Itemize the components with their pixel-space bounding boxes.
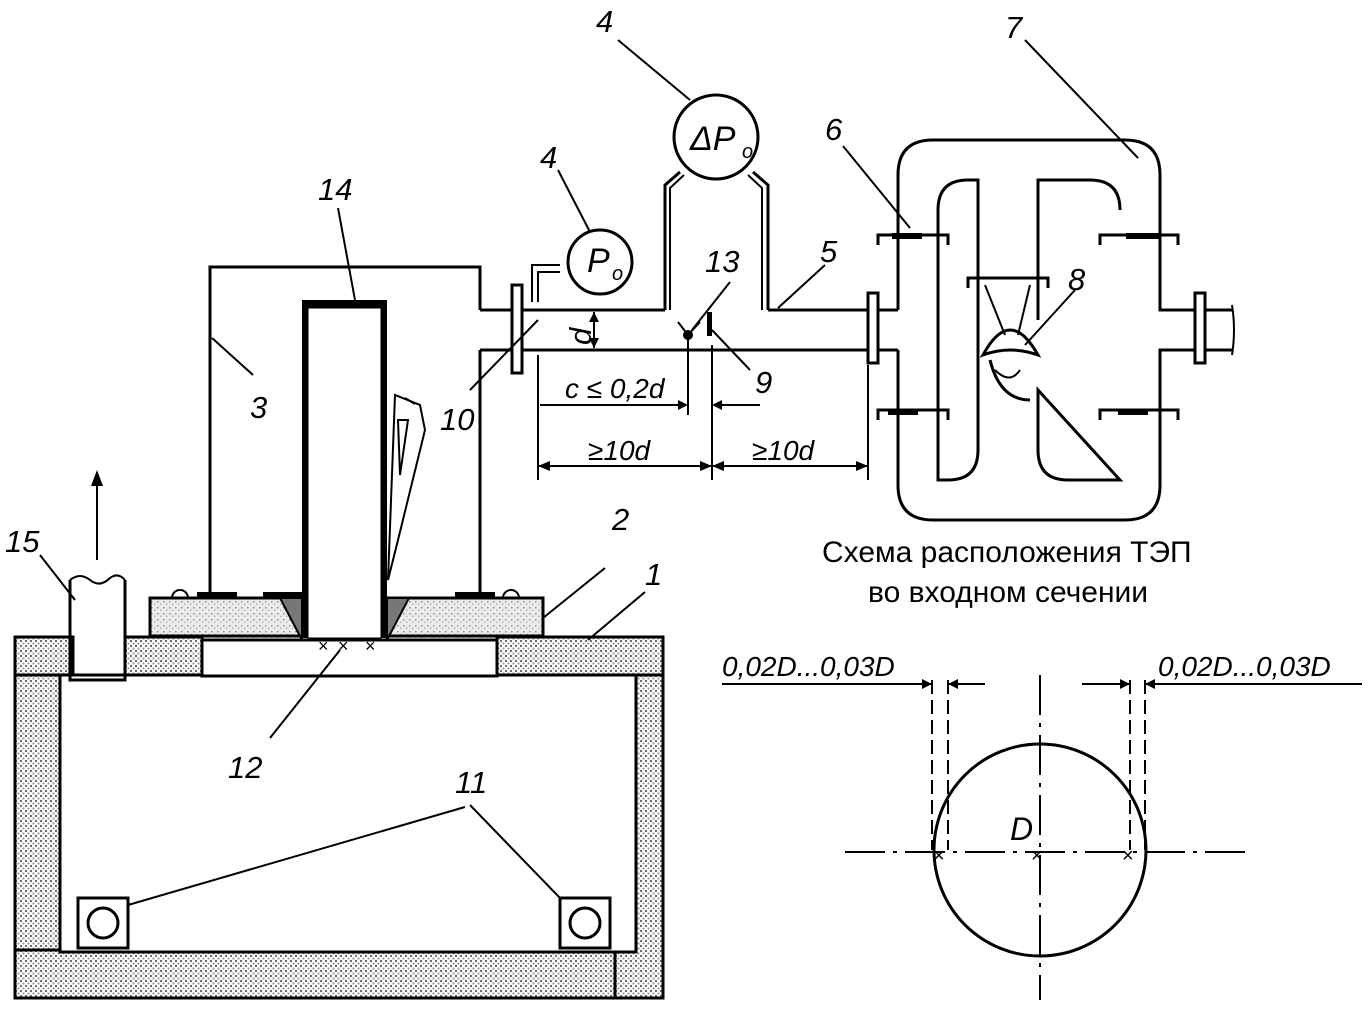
label-4-top: 4 bbox=[596, 4, 613, 39]
label-13: 13 bbox=[705, 244, 739, 279]
label-4-left: 4 bbox=[540, 140, 557, 175]
frame-support bbox=[208, 265, 482, 598]
caption-line-1: Схема расположения ТЭП bbox=[822, 536, 1192, 569]
label-11: 11 bbox=[455, 765, 487, 800]
label-8: 8 bbox=[1068, 262, 1086, 297]
label-7: 7 bbox=[1005, 10, 1024, 45]
svg-text:×: × bbox=[338, 636, 349, 656]
section-diameter-label: D bbox=[1010, 811, 1033, 847]
svg-text:×: × bbox=[1031, 845, 1043, 867]
label-12: 12 bbox=[228, 750, 262, 785]
differential-pressure-gauge: ΔP o bbox=[663, 93, 770, 310]
pipe-diameter-label: d bbox=[563, 326, 598, 345]
thermocouple-offset-left: 0,02D...0,03D bbox=[722, 651, 895, 682]
leader-lines bbox=[39, 39, 1139, 739]
section-schematic: × × × bbox=[722, 675, 1362, 1000]
differential-pressure-symbol: ΔP bbox=[689, 120, 736, 158]
svg-text:×: × bbox=[933, 845, 945, 867]
fan-housing bbox=[896, 138, 1235, 522]
bolted-flanges bbox=[876, 233, 1180, 420]
caption-line-2: во входном сечении bbox=[868, 576, 1148, 609]
label-5: 5 bbox=[820, 234, 838, 269]
label-15: 15 bbox=[5, 524, 40, 559]
static-pressure-subscript: o bbox=[612, 263, 623, 285]
differential-pressure-subscript: o bbox=[742, 141, 753, 163]
label-10: 10 bbox=[440, 402, 474, 437]
vertical-stack: × × × bbox=[278, 300, 427, 656]
probe-offset-label: c ≤ 0,2d bbox=[565, 373, 666, 404]
label-2: 2 bbox=[611, 502, 629, 537]
heater-right bbox=[558, 896, 612, 950]
leader-11 bbox=[127, 804, 561, 906]
label-3: 3 bbox=[250, 390, 267, 425]
label-6: 6 bbox=[825, 112, 843, 147]
insulated-chamber bbox=[13, 635, 665, 1000]
label-1: 1 bbox=[645, 557, 662, 592]
label-9: 9 bbox=[755, 365, 772, 400]
downstream-length-label: ≥10d bbox=[752, 435, 816, 466]
heater-left bbox=[76, 896, 130, 950]
static-pressure-gauge: P o bbox=[531, 228, 634, 302]
label-14: 14 bbox=[318, 172, 352, 207]
static-pressure-symbol: P bbox=[587, 242, 610, 280]
measuring-pipe bbox=[480, 283, 898, 375]
svg-text:×: × bbox=[318, 636, 329, 656]
upstream-length-label: ≥10d bbox=[588, 435, 652, 466]
impeller bbox=[966, 276, 1050, 402]
exhaust-pipe bbox=[68, 470, 127, 682]
probe bbox=[677, 312, 713, 480]
svg-text:×: × bbox=[365, 636, 376, 656]
svg-text:×: × bbox=[1122, 845, 1134, 867]
thermocouple-offset-right: 0,02D...0,03D bbox=[1158, 651, 1331, 682]
dimension-lines bbox=[537, 312, 869, 480]
